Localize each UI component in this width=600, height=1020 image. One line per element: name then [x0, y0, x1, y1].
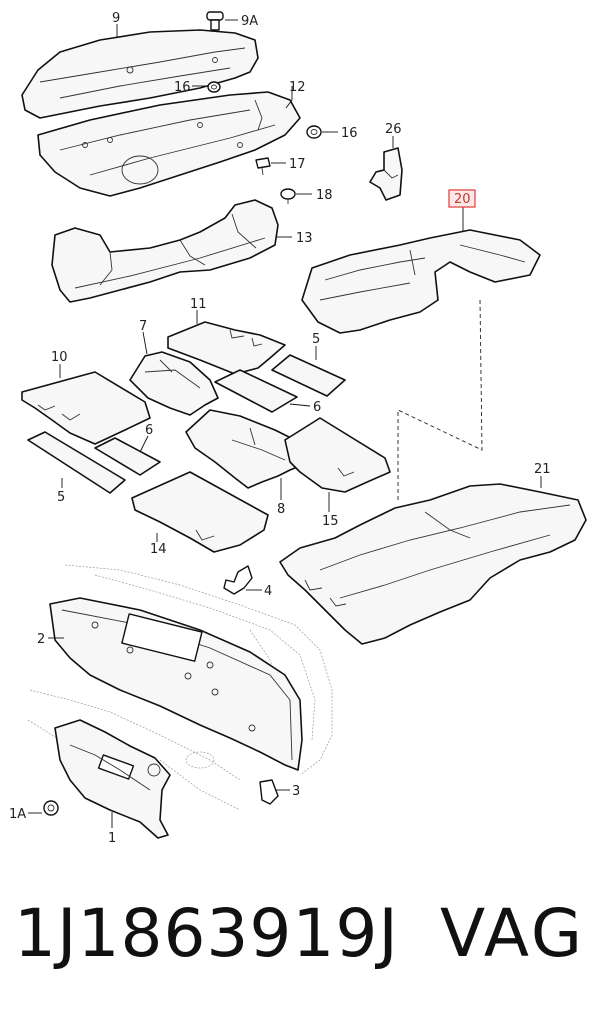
callout-labels: 9 9A 16 12 16 26 17 18 13 20 11 7 10 5 6… [9, 11, 551, 846]
part-5-strip-upper [271, 354, 346, 397]
ghosted-car-body [27, 564, 333, 811]
part-6-strip-upper [214, 369, 298, 413]
part-18-clip [280, 188, 296, 204]
parts-diagram: 9 9A 16 12 16 26 17 18 13 20 11 7 10 5 6… [9, 11, 587, 846]
footer: 1J1863919J VAG [0, 895, 600, 1005]
part-9-firewall-insulation-upper [21, 29, 259, 119]
leader-lines [28, 19, 542, 828]
part-number: 1J1863919J [14, 895, 399, 972]
callout-20-highlight: 20 [448, 189, 476, 208]
callout-12: 12 [289, 80, 306, 95]
callout-5-b: 5 [57, 490, 65, 505]
callout-1a: 1A [9, 807, 26, 822]
callout-11: 11 [190, 297, 207, 312]
callout-2: 2 [37, 632, 45, 647]
part-6-strip-lower [94, 437, 161, 476]
callout-26: 26 [385, 122, 402, 137]
part-1a-grommet [43, 800, 59, 816]
part-7-insulation-block [129, 351, 219, 416]
part-21-front-floor-insulation [279, 483, 587, 645]
callout-16-a: 16 [174, 80, 191, 95]
part-1-lower-panel [54, 719, 171, 839]
callout-5-a: 5 [312, 332, 320, 347]
part-17-clip [255, 157, 271, 176]
part-5-strip-lower [27, 431, 126, 494]
part-26-bracket [369, 147, 403, 201]
callout-14: 14 [150, 542, 167, 557]
callout-17: 17 [289, 157, 306, 172]
callout-4: 4 [264, 584, 272, 599]
callout-21: 21 [534, 462, 551, 477]
callout-3: 3 [292, 784, 300, 799]
part-10-mat [21, 371, 151, 445]
part-4-clip [223, 565, 253, 595]
callout-9a: 9A [241, 14, 258, 29]
callout-7: 7 [139, 319, 147, 334]
part-16-grommet-b [306, 125, 322, 139]
part-20-rear-floor-insulation [301, 229, 541, 334]
part-13-tunnel-insulation [51, 199, 279, 303]
callout-8: 8 [277, 502, 285, 517]
callout-6-b: 6 [313, 400, 321, 415]
part-15-mat [284, 417, 391, 493]
part-16-grommet-a [207, 81, 221, 93]
callout-13: 13 [296, 231, 313, 246]
callout-20: 20 [454, 192, 471, 207]
part-2-firewall-insulation [49, 597, 303, 771]
callout-16-b: 16 [341, 126, 358, 141]
part-3-clip [259, 779, 279, 805]
callout-1: 1 [108, 831, 116, 846]
callout-10: 10 [51, 350, 68, 365]
callout-6-a: 6 [145, 423, 153, 438]
part-9a-clip [206, 11, 224, 31]
part-14-mat [131, 471, 269, 553]
part-12-firewall-insulation-lower [37, 91, 301, 197]
callout-18: 18 [316, 188, 333, 203]
callout-9: 9 [112, 11, 120, 26]
brand-name: VAG [440, 895, 586, 972]
callout-15: 15 [322, 514, 339, 529]
part-11-mat [167, 321, 286, 375]
dashed-relation-lines [397, 299, 483, 500]
part-8-tunnel-mat [185, 409, 311, 489]
